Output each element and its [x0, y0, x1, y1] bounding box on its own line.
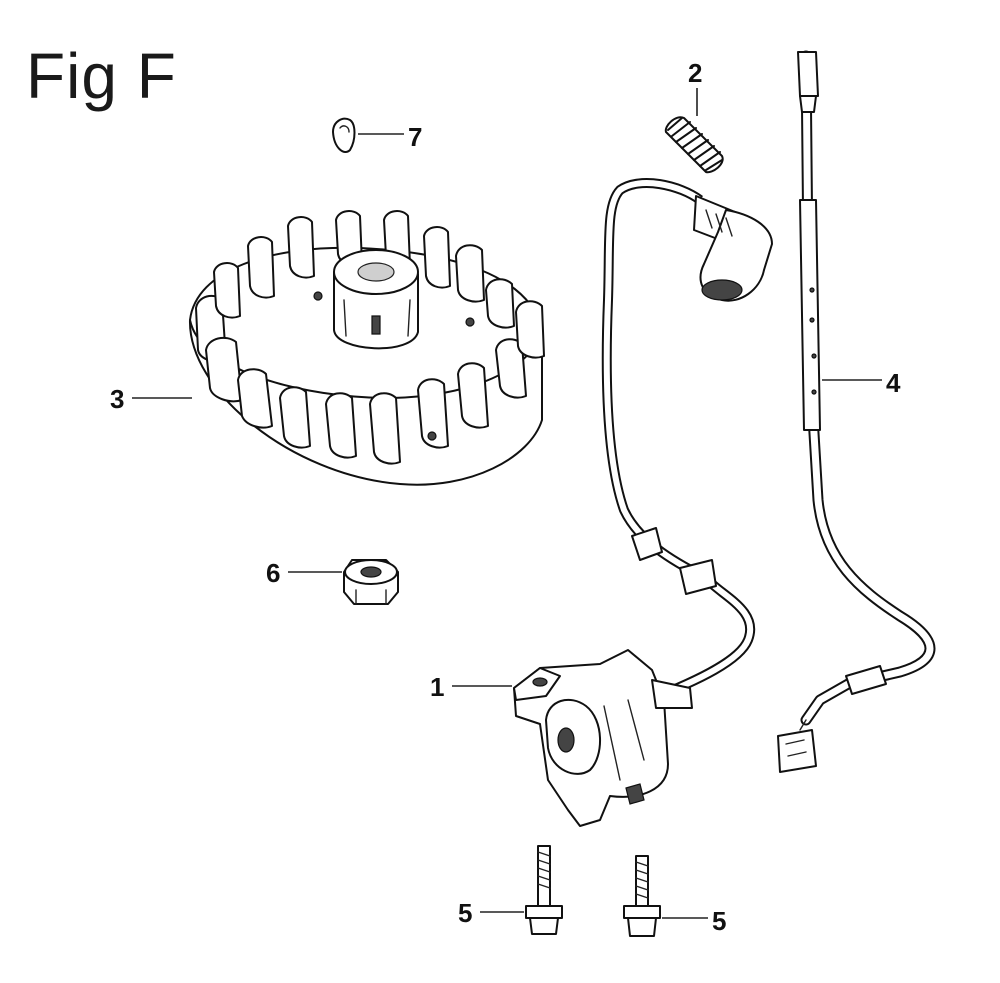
- callout-3-label: 3: [110, 384, 124, 414]
- callout-5-right: 5: [662, 906, 726, 936]
- part-6-nut: [343, 559, 399, 605]
- part-7-key: [332, 117, 356, 153]
- part-5-bolt-right: [623, 855, 661, 937]
- callout-2-label: 2: [688, 58, 702, 88]
- callout-6-label: 6: [266, 558, 280, 588]
- part-5-bolt-left: [525, 845, 563, 935]
- callout-3: 3: [110, 384, 192, 414]
- part-1-ignition-coil: [513, 178, 773, 827]
- callout-6: 6: [266, 558, 342, 588]
- callout-7-label: 7: [408, 122, 422, 152]
- callout-2: 2: [688, 58, 702, 116]
- callout-1: 1: [430, 672, 512, 702]
- figure-title: Fig F: [26, 40, 177, 112]
- callout-4-label: 4: [886, 368, 901, 398]
- callout-5b-label: 5: [712, 906, 726, 936]
- part-2-spring: [664, 116, 724, 174]
- callout-7: 7: [358, 122, 422, 152]
- callout-5a-label: 5: [458, 898, 472, 928]
- part-4-stop-wire: [777, 50, 936, 773]
- callout-4: 4: [822, 368, 901, 398]
- callout-1-label: 1: [430, 672, 444, 702]
- part-3-flywheel: [188, 210, 545, 486]
- callout-5-left: 5: [458, 898, 524, 928]
